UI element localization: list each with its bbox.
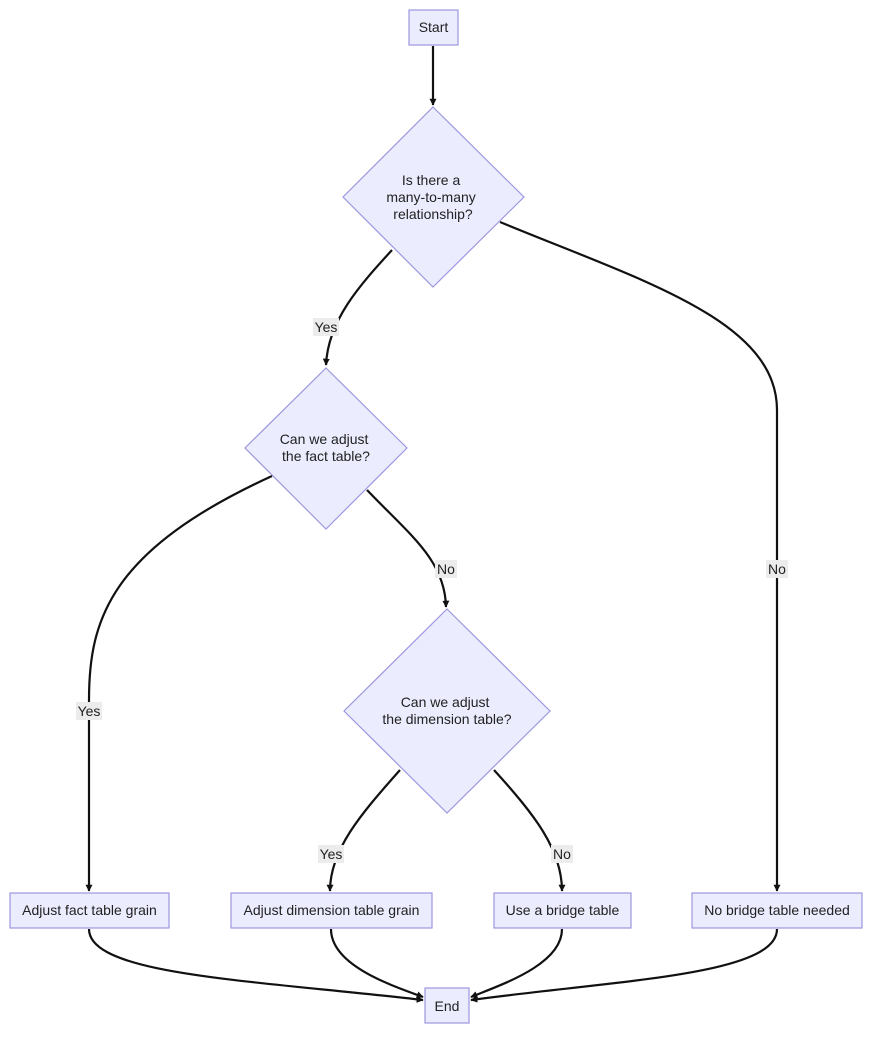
svg-text:Yes: Yes: [78, 703, 101, 719]
edge-bridge-to-end: [470, 928, 564, 999]
edge-m2m-to-fact: [322, 249, 393, 366]
node-dimension-decision[interactable]: Can we adjust the dimension table?: [343, 608, 551, 814]
edge-fact-to-dimension: [366, 489, 450, 608]
edge-adjustdimension-to-end: [329, 928, 424, 999]
node-end-label: End: [435, 998, 460, 1014]
node-fact-label: Can we adjust the fact table?: [280, 431, 373, 464]
edge-label-dim-yes: Yes: [318, 845, 344, 863]
edge-label-fact-yes: Yes: [76, 702, 102, 720]
node-no-bridge-label: No bridge table needed: [704, 902, 850, 918]
node-many-to-many-label: Is there a many-to-many relationship?: [386, 172, 479, 222]
edge-label-dim-no: No: [551, 845, 573, 863]
svg-text:No: No: [437, 561, 455, 577]
edge-labels: Yes No Yes No Yes No: [76, 318, 788, 863]
node-many-to-many-decision[interactable]: Is there a many-to-many relationship?: [342, 106, 525, 288]
node-dimension-label: Can we adjust the dimension table?: [382, 694, 511, 727]
edges: [85, 46, 781, 1003]
node-no-bridge-needed[interactable]: No bridge table needed: [691, 892, 863, 929]
svg-text:No: No: [553, 846, 571, 862]
svg-text:Yes: Yes: [320, 846, 343, 862]
node-end[interactable]: End: [424, 987, 470, 1024]
edge-dimension-to-adjustdimension: [326, 769, 401, 892]
edge-label-m2m-yes: Yes: [313, 318, 339, 336]
node-adjust-fact-grain[interactable]: Adjust fact table grain: [9, 892, 170, 929]
node-adjust-dimension-grain[interactable]: Adjust dimension table grain: [230, 892, 433, 929]
edge-adjustfact-to-end: [87, 928, 424, 1003]
node-use-bridge-table[interactable]: Use a bridge table: [493, 892, 632, 929]
node-start-label: Start: [419, 19, 449, 35]
edge-nobridge-to-end: [470, 928, 779, 1003]
svg-text:No: No: [768, 561, 786, 577]
edge-dimension-to-bridge: [493, 769, 566, 892]
edge-label-m2m-no: No: [766, 560, 788, 578]
node-adjust-dimension-label: Adjust dimension table grain: [244, 902, 420, 918]
edge-fact-to-adjustfact: [85, 474, 273, 892]
node-fact-decision[interactable]: Can we adjust the fact table?: [244, 367, 408, 530]
nodes: Start Is there a many-to-many relationsh…: [9, 9, 863, 1024]
node-bridge-label: Use a bridge table: [506, 902, 620, 918]
node-adjust-fact-label: Adjust fact table grain: [22, 902, 157, 918]
edge-m2m-to-nobridge: [499, 220, 781, 892]
svg-text:Yes: Yes: [315, 319, 338, 335]
node-start[interactable]: Start: [408, 9, 459, 46]
edge-label-fact-no: No: [435, 560, 457, 578]
